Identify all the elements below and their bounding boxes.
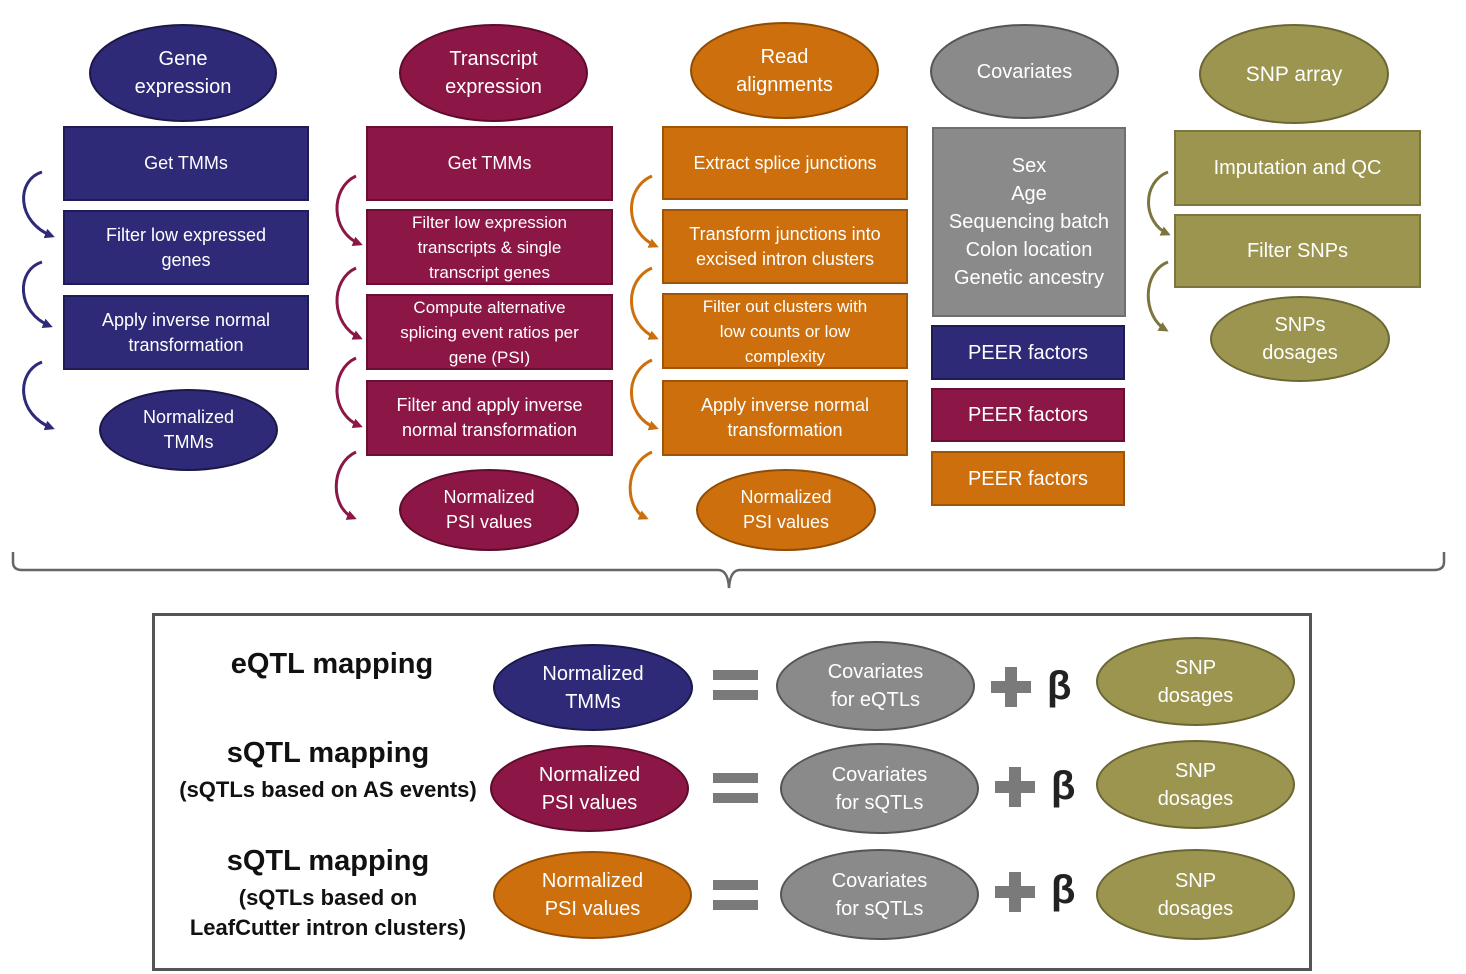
mapping-label: sQTL mapping bbox=[226, 845, 430, 877]
mapping-snp: SNP dosages bbox=[1096, 637, 1295, 726]
peer-factors-transcript: PEER factors bbox=[931, 388, 1125, 442]
mapping-sublabel: (sQTLs based on LeafCutter intron cluste… bbox=[189, 885, 467, 940]
gene-step: Get TMMs bbox=[63, 126, 309, 201]
peer-factors-reads: PEER factors bbox=[931, 451, 1125, 506]
gene-step: Apply inverse normal transformation bbox=[63, 295, 309, 370]
mapping-covariates: Covariates for sQTLs bbox=[780, 743, 979, 834]
equals-sign bbox=[713, 880, 758, 890]
transcript-step: Compute alternative splicing event ratio… bbox=[366, 294, 613, 370]
transcript-step: Get TMMs bbox=[366, 126, 613, 201]
read-alignments-header: Read alignments bbox=[690, 22, 879, 119]
gene-output: Normalized TMMs bbox=[99, 389, 278, 471]
peer-factors-gene: PEER factors bbox=[931, 325, 1125, 380]
flow-arrow bbox=[334, 450, 357, 520]
covariates-header: Covariates bbox=[930, 24, 1119, 119]
flow-arrow bbox=[1147, 170, 1171, 236]
mapping-panel bbox=[152, 613, 1312, 971]
mapping-covariates: Covariates for eQTLs bbox=[776, 641, 975, 731]
equals-sign bbox=[713, 690, 758, 700]
transcript-expression-header: Transcript expression bbox=[399, 24, 588, 122]
flow-arrow bbox=[335, 174, 363, 247]
mapping-snp: SNP dosages bbox=[1096, 849, 1295, 940]
grouping-brace bbox=[11, 552, 1446, 589]
plus-sign bbox=[1009, 767, 1021, 807]
plus-sign bbox=[1009, 872, 1021, 912]
reads-step: Transform junctions into excised intron … bbox=[662, 209, 908, 284]
flow-arrow bbox=[21, 260, 53, 328]
snp-output: SNPs dosages bbox=[1210, 296, 1390, 382]
covariates-list: Sex Age Sequencing batch Colon location … bbox=[932, 127, 1126, 317]
beta-symbol: β bbox=[1047, 664, 1072, 708]
reads-step: Extract splice junctions bbox=[662, 126, 908, 200]
flow-arrow bbox=[22, 360, 55, 431]
mapping-label: sQTL mapping bbox=[226, 737, 430, 769]
snp-step: Imputation and QC bbox=[1174, 130, 1421, 206]
mapping-response: Normalized PSI values bbox=[490, 745, 689, 832]
mapping-covariates: Covariates for sQTLs bbox=[780, 849, 979, 940]
transcript-step: Filter and apply inverse normal transfor… bbox=[366, 380, 613, 456]
equals-sign bbox=[713, 670, 758, 680]
flow-arrow bbox=[1146, 260, 1169, 332]
equals-sign bbox=[713, 773, 758, 783]
reads-step: Filter out clusters with low counts or l… bbox=[662, 293, 908, 369]
flow-arrow bbox=[630, 266, 659, 340]
flow-arrow bbox=[335, 356, 363, 429]
gene-expression-header: Gene expression bbox=[89, 24, 277, 122]
mapping-response: Normalized TMMs bbox=[493, 644, 693, 731]
plus-sign bbox=[1005, 667, 1017, 707]
reads-output: Normalized PSI values bbox=[696, 469, 876, 551]
beta-symbol: β bbox=[1051, 764, 1076, 808]
flow-arrow bbox=[630, 358, 659, 431]
flow-arrow bbox=[22, 170, 55, 239]
flow-arrow bbox=[628, 450, 653, 520]
reads-step: Apply inverse normal transformation bbox=[662, 380, 908, 456]
equals-sign bbox=[713, 793, 758, 803]
mapping-response: Normalized PSI values bbox=[493, 851, 692, 939]
mapping-label: eQTL mapping bbox=[230, 648, 434, 680]
mapping-sublabel: (sQTLs based on AS events) bbox=[179, 777, 477, 802]
transcript-step: Filter low expression transcripts & sing… bbox=[366, 209, 613, 285]
snp-step: Filter SNPs bbox=[1174, 214, 1421, 288]
beta-symbol: β bbox=[1051, 868, 1076, 912]
equals-sign bbox=[713, 900, 758, 910]
snp-array-header: SNP array bbox=[1199, 24, 1389, 124]
flow-arrow bbox=[630, 174, 659, 248]
flow-arrow bbox=[335, 266, 363, 340]
transcript-output: Normalized PSI values bbox=[399, 469, 579, 551]
gene-step: Filter low expressed genes bbox=[63, 210, 309, 285]
mapping-snp: SNP dosages bbox=[1096, 740, 1295, 829]
